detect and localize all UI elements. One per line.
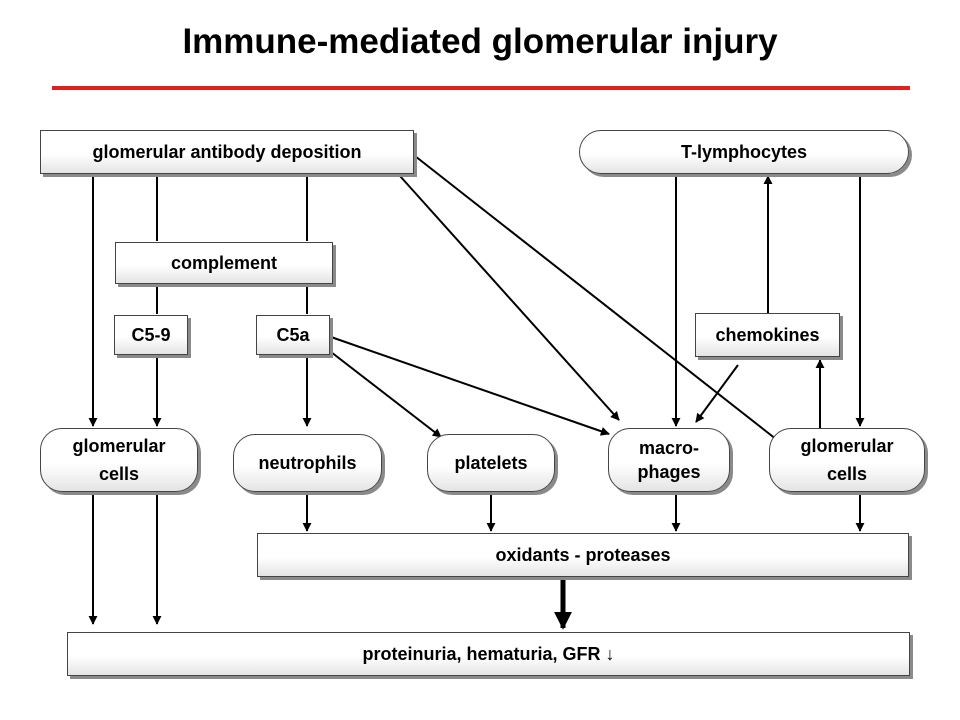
arrow-c5a-to-macrophages	[330, 336, 610, 436]
node-t-lymphocytes: T-lymphocytes	[579, 130, 909, 174]
node-label: neutrophils	[258, 452, 357, 473]
node-chemokines: chemokines	[695, 313, 840, 357]
arrow-deposition-to-glomerular-cells-right	[414, 155, 782, 444]
node-label: chemokines	[715, 324, 820, 345]
node-label-line-2: cells	[98, 464, 140, 484]
node-outcome: proteinuria, hematuria, GFR ↓	[67, 632, 910, 676]
node-label: T-lymphocytes	[680, 141, 808, 162]
node-label-line-2: phages	[637, 462, 701, 482]
node-label-line-1: macro-	[638, 437, 700, 458]
arrow-c5a-to-platelets	[330, 351, 442, 438]
node-label: C5-9	[131, 324, 171, 345]
node-label: C5a	[276, 324, 310, 345]
diagram-title: Immune-mediated glomerular injury	[182, 22, 778, 61]
node-neutrophils: neutrophils	[233, 434, 382, 492]
node-glomerular-cells-left: glomerular cells	[40, 428, 198, 492]
node-label: platelets	[454, 452, 528, 473]
node-platelets: platelets	[427, 434, 555, 492]
node-glomerular-antibody-deposition: glomerular antibody deposition	[40, 130, 414, 174]
node-label: proteinuria, hematuria, GFR ↓	[362, 643, 615, 664]
node-label: complement	[170, 252, 278, 273]
node-label-line-2: cells	[826, 464, 868, 484]
node-label: oxidants - proteases	[495, 544, 671, 565]
node-c5-9: C5-9	[114, 315, 188, 355]
node-label: glomerular antibody deposition	[92, 141, 362, 162]
node-oxidants-proteases: oxidants - proteases	[257, 533, 909, 577]
arrow-chemokines-to-macrophages	[695, 364, 739, 423]
node-macrophages: macro- phages	[608, 428, 730, 492]
node-complement: complement	[115, 242, 333, 284]
node-c5a: C5a	[256, 315, 330, 355]
node-label-line-1: glomerular	[72, 435, 166, 456]
node-glomerular-cells-right: glomerular cells	[769, 428, 925, 492]
arrow-deposition-to-macrophages	[399, 175, 620, 421]
node-label-line-1: glomerular	[800, 435, 894, 456]
title-underline	[52, 86, 910, 90]
